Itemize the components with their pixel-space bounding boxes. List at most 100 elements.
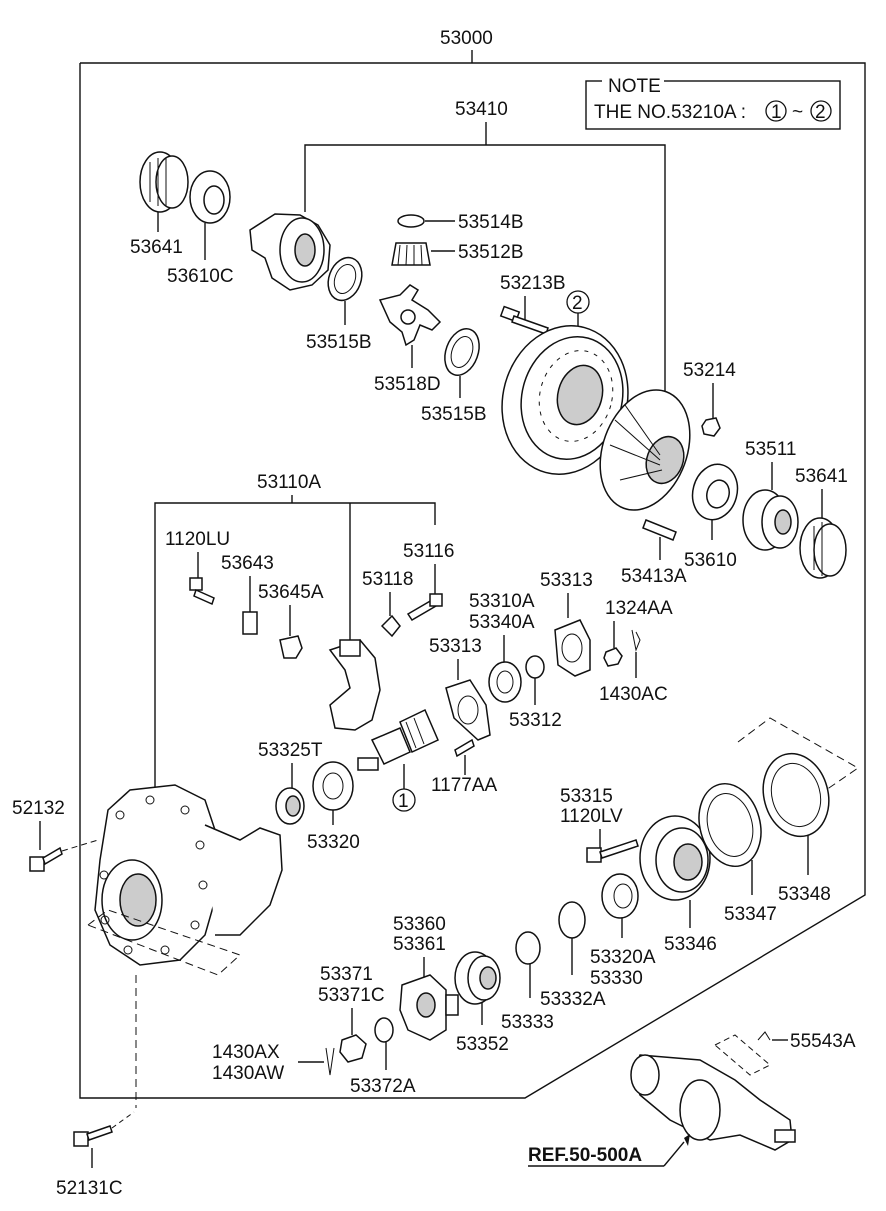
label-1177AA[interactable]: 1177AA — [431, 775, 498, 796]
label-53372A[interactable]: 53372A — [350, 1076, 416, 1097]
label-53214[interactable]: 53214 — [683, 360, 736, 381]
label-53515B-a[interactable]: 53515B — [306, 332, 372, 353]
label-53213B[interactable]: 53213B — [500, 273, 566, 294]
part-53371-nut[interactable] — [339, 1034, 367, 1063]
part-53360-companion-flange[interactable] — [399, 974, 459, 1041]
part-53333-washer[interactable] — [515, 931, 541, 965]
part-53511-side-gear[interactable] — [742, 489, 799, 551]
part-53346-pinion-cage[interactable] — [639, 815, 711, 901]
part-53518D-spider[interactable] — [378, 284, 442, 347]
part-differential-case[interactable] — [249, 213, 331, 291]
label-53643[interactable]: 53643 — [221, 553, 274, 574]
label-53325T[interactable]: 53325T — [258, 740, 323, 761]
label-1430AW[interactable]: 1430AW — [212, 1063, 284, 1084]
label-53410[interactable]: 53410 — [455, 99, 508, 120]
part-differential-flange[interactable] — [584, 377, 705, 522]
part-1120LV-bolt[interactable] — [586, 839, 639, 863]
label-53310A[interactable]: 53310A — [469, 591, 535, 612]
part-53610C-bearing[interactable] — [189, 170, 231, 224]
label-53610C[interactable]: 53610C — [167, 266, 234, 287]
label-53333[interactable]: 53333 — [501, 1012, 554, 1033]
part-53641-right[interactable] — [799, 517, 847, 579]
part-53515B-washer-a[interactable] — [322, 253, 367, 305]
label-53371[interactable]: 53371 — [320, 964, 373, 985]
part-53116-bolt[interactable] — [406, 593, 443, 622]
label-53371C[interactable]: 53371C — [318, 985, 385, 1006]
label-55543A[interactable]: 55543A — [790, 1031, 856, 1052]
label-53352[interactable]: 53352 — [456, 1034, 509, 1055]
label-53346[interactable]: 53346 — [664, 934, 717, 955]
part-53312-ring[interactable] — [525, 655, 545, 679]
part-53413A-bolt[interactable] — [642, 519, 677, 541]
label-53000[interactable]: 53000 — [440, 28, 493, 49]
part-53347-shim[interactable] — [690, 777, 770, 874]
part-53313-gasket-a[interactable] — [554, 619, 591, 677]
label-53330[interactable]: 53330 — [590, 968, 643, 989]
part-53352-oil-seal[interactable] — [454, 951, 501, 1005]
label-ref-50-500A[interactable]: REF.50-500A — [528, 1145, 642, 1166]
label-53610[interactable]: 53610 — [684, 550, 737, 571]
part-axle-housing-reference[interactable] — [630, 1054, 796, 1151]
label-53340A[interactable]: 53340A — [469, 612, 535, 633]
label-1324AA[interactable]: 1324AA — [605, 598, 673, 619]
label-53515B-b[interactable]: 53515B — [421, 404, 487, 425]
label-53110A[interactable]: 53110A — [257, 472, 321, 493]
part-53610-bearing[interactable] — [687, 459, 744, 524]
label-53320A[interactable]: 53320A — [590, 947, 656, 968]
part-ring-gear[interactable] — [486, 312, 645, 489]
label-52131C[interactable]: 52131C — [56, 1178, 123, 1199]
part-53118-washer[interactable] — [380, 614, 401, 638]
part-53515B-washer-b[interactable] — [439, 324, 485, 380]
label-53347[interactable]: 53347 — [724, 904, 777, 925]
part-carrier-housing[interactable] — [94, 784, 283, 966]
label-53645A[interactable]: 53645A — [258, 582, 324, 603]
part-53320-bearing[interactable] — [312, 761, 354, 811]
label-53361[interactable]: 53361 — [393, 934, 446, 955]
label-1430AC[interactable]: 1430AC — [599, 684, 668, 705]
part-53512B-pinion-gear[interactable] — [391, 242, 431, 266]
part-52132-bolt[interactable] — [29, 846, 63, 872]
part-1430AX-cotter-pin[interactable] — [325, 1047, 335, 1076]
label-53514B[interactable]: 53514B — [458, 212, 524, 233]
part-drive-pinion[interactable] — [357, 708, 439, 771]
part-53641-left[interactable] — [139, 151, 189, 213]
label-1430AX[interactable]: 1430AX — [212, 1042, 280, 1063]
part-1324AA-nut[interactable] — [603, 647, 623, 667]
label-53360[interactable]: 53360 — [393, 914, 446, 935]
part-55543A-clip[interactable] — [757, 1031, 771, 1041]
label-53312[interactable]: 53312 — [509, 710, 562, 731]
part-53325T-seal[interactable] — [275, 787, 305, 825]
part-53643-plate[interactable] — [242, 611, 258, 635]
label-53511[interactable]: 53511 — [745, 439, 796, 460]
part-53372A-washer[interactable] — [374, 1017, 394, 1043]
label-53116[interactable]: 53116 — [403, 541, 454, 562]
part-53310A-bearing[interactable] — [488, 661, 522, 703]
label-1120LV[interactable]: 1120LV — [560, 806, 623, 827]
label-53641-a[interactable]: 53641 — [130, 237, 183, 258]
part-1120LU-bolt[interactable] — [189, 577, 215, 606]
label-53313-a[interactable]: 53313 — [540, 570, 593, 591]
label-52132[interactable]: 52132 — [12, 798, 65, 819]
label-53512B[interactable]: 53512B — [458, 242, 524, 263]
label-53320[interactable]: 53320 — [307, 832, 360, 853]
part-53348-gasket[interactable] — [754, 746, 838, 844]
label-1120LU[interactable]: 1120LU — [165, 529, 230, 550]
label-53348[interactable]: 53348 — [778, 884, 831, 905]
label-53313-b[interactable]: 53313 — [429, 636, 482, 657]
part-53645A-clip[interactable] — [279, 635, 303, 659]
label-53315[interactable]: 53315 — [560, 786, 613, 807]
label-53332A[interactable]: 53332A — [540, 989, 606, 1010]
part-52131C-bolt[interactable] — [73, 1125, 113, 1147]
part-53214-nut[interactable] — [701, 417, 721, 437]
part-53320A-bearing[interactable] — [601, 873, 639, 919]
part-1177AA-screw[interactable] — [454, 738, 475, 758]
label-53118[interactable]: 53118 — [362, 569, 413, 590]
label-53641-b[interactable]: 53641 — [795, 466, 848, 487]
part-53514B-washer[interactable] — [397, 214, 425, 228]
label-53413A[interactable]: 53413A — [621, 566, 687, 587]
part-1430AC-pin[interactable] — [631, 629, 641, 652]
part-53332A-spacer[interactable] — [558, 901, 586, 939]
label-53518D[interactable]: 53518D — [374, 374, 441, 395]
part-53313-gasket-b[interactable] — [445, 679, 491, 741]
part-bearing-cap[interactable] — [328, 639, 381, 731]
